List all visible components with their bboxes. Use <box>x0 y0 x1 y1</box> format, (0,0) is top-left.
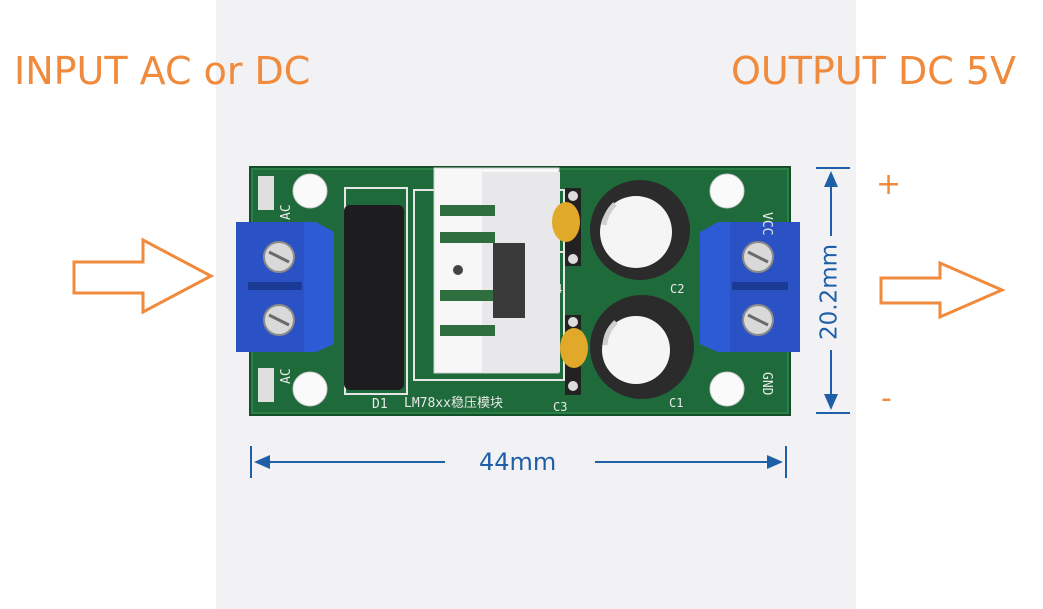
bridge-rectifier <box>344 205 404 390</box>
capacitor-c3 <box>560 315 588 395</box>
output-arrow-icon <box>879 260 1006 320</box>
negative-label: - <box>881 381 892 416</box>
electrolytic-capacitor-c1 <box>590 295 694 399</box>
width-dimension-line <box>250 446 787 478</box>
electrolytic-capacitor-c2 <box>590 180 690 280</box>
width-dimension-label: 44mm <box>479 448 557 476</box>
silk-ac-top: AC <box>279 204 294 220</box>
silk-vcc: VCC <box>759 212 774 235</box>
silk-c1: C1 <box>669 396 683 410</box>
positive-label: + <box>876 167 902 202</box>
silk-d1: D1 <box>372 397 388 412</box>
input-arrow-icon <box>72 237 215 315</box>
silk-c3: C3 <box>553 400 567 414</box>
silk-c4: C4 <box>548 282 562 296</box>
mounting-hole <box>292 173 328 209</box>
mounting-hole <box>292 371 328 407</box>
mounting-hole <box>709 173 745 209</box>
height-dimension-line <box>816 167 850 414</box>
silk-ac-bottom: AC <box>279 368 294 384</box>
silk-c2: C2 <box>670 282 684 296</box>
input-caption: INPUT AC or DC <box>14 49 311 93</box>
output-terminal-block[interactable] <box>700 222 800 352</box>
mounting-hole <box>709 371 745 407</box>
capacitor-c4 <box>552 188 581 266</box>
silk-gnd: GND <box>759 372 774 396</box>
input-terminal-block[interactable] <box>236 222 334 352</box>
silk-module-name: LM78xx稳压模块 <box>404 395 503 411</box>
output-caption: OUTPUT DC 5V <box>731 49 1016 93</box>
voltage-regulator-heatsink <box>433 167 560 374</box>
height-dimension-label: 20.2mm <box>816 243 843 341</box>
